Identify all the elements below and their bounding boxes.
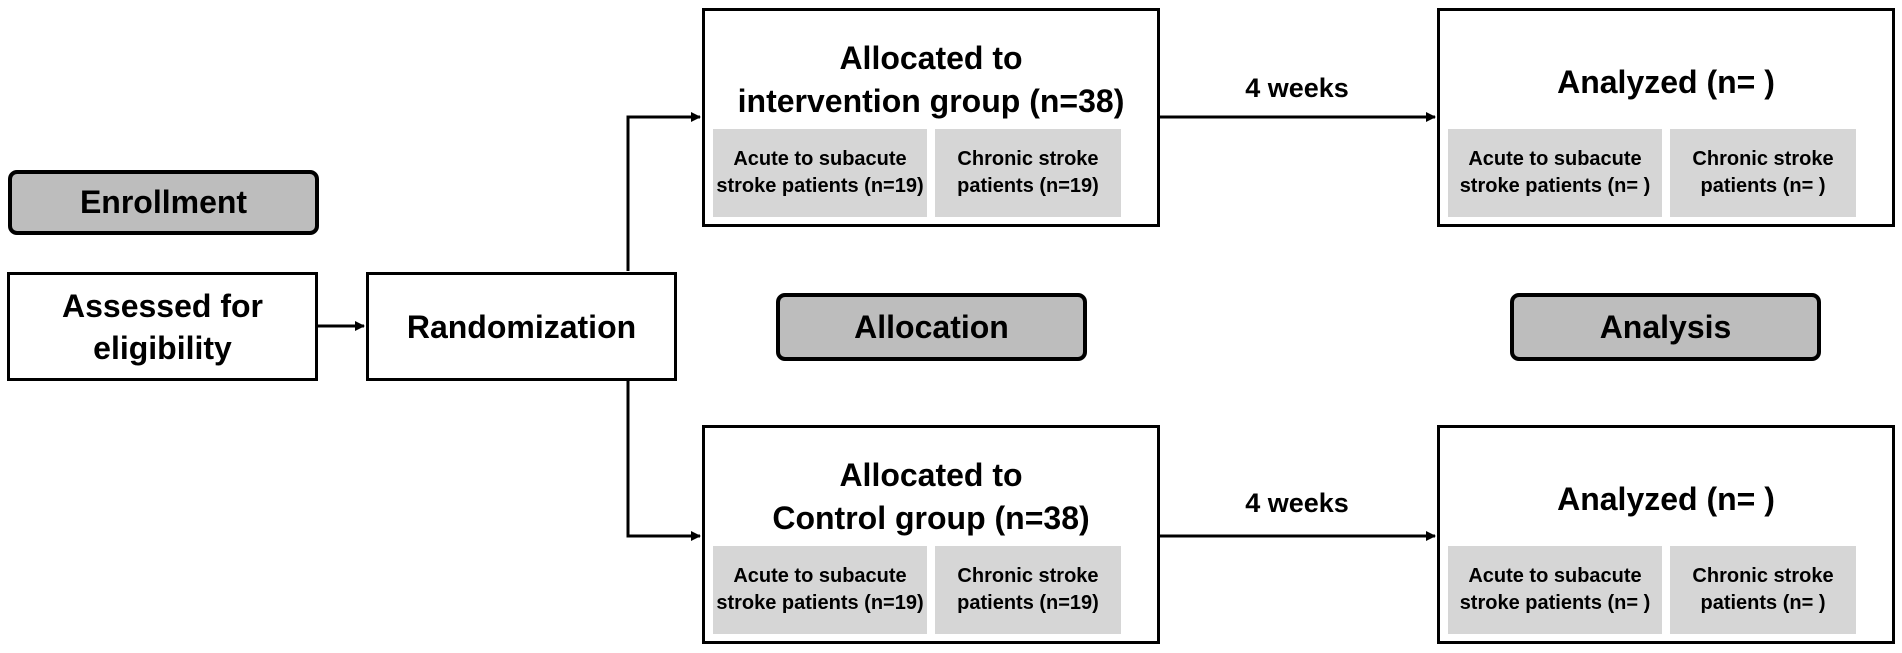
analyzed-top-box: Analyzed (n= ) Acute to subacute stroke …: [1437, 8, 1895, 227]
phase-label-allocation: Allocation: [776, 293, 1087, 361]
phase-label-enrollment: Enrollment: [8, 170, 319, 235]
randomization-box: Randomization: [366, 272, 677, 381]
control-group-title: Allocated to Control group (n=38): [772, 457, 1090, 536]
analyzed-top-title: Analyzed (n= ): [1557, 64, 1775, 100]
analyzed-bottom-box: Analyzed (n= ) Acute to subacute stroke …: [1437, 425, 1895, 644]
intervention-chronic-cell: Chronic stroke patients (n=19): [935, 129, 1121, 217]
intervention-group-box: Allocated to intervention group (n=38) A…: [702, 8, 1160, 227]
control-acute-cell: Acute to subacute stroke patients (n=19): [713, 546, 927, 634]
intervention-group-title: Allocated to intervention group (n=38): [737, 40, 1125, 119]
duration-label-bottom: 4 weeks: [1245, 488, 1349, 518]
assessed-box: Assessed for eligibility: [7, 272, 318, 381]
analyzed-bottom-title: Analyzed (n= ): [1557, 481, 1775, 517]
intervention-acute-cell: Acute to subacute stroke patients (n=19): [713, 129, 927, 217]
analyzed-bottom-chronic-cell: Chronic stroke patients (n= ): [1670, 546, 1856, 634]
arrow-randomization-to-intervention: [626, 112, 701, 271]
arrow-randomization-to-control: [626, 381, 701, 541]
analyzed-top-acute-cell: Acute to subacute stroke patients (n= ): [1448, 129, 1662, 217]
phase-label-analysis: Analysis: [1510, 293, 1821, 361]
analyzed-top-chronic-cell: Chronic stroke patients (n= ): [1670, 129, 1856, 217]
analyzed-bottom-acute-cell: Acute to subacute stroke patients (n= ): [1448, 546, 1662, 634]
control-group-box: Allocated to Control group (n=38) Acute …: [702, 425, 1160, 644]
duration-label-top: 4 weeks: [1245, 73, 1349, 103]
control-chronic-cell: Chronic stroke patients (n=19): [935, 546, 1121, 634]
